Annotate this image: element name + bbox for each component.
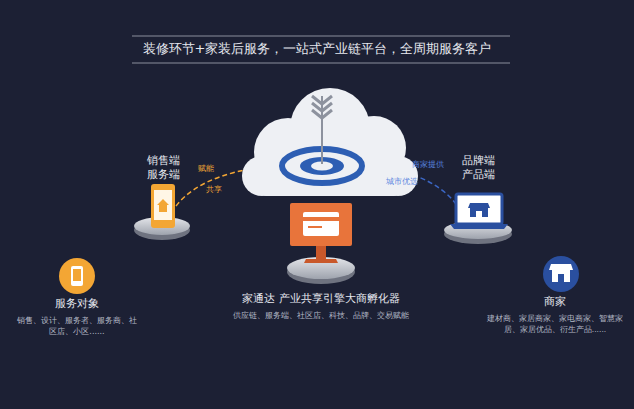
laptop-base [450,224,508,229]
house-icon [157,199,169,212]
shop-icon [552,270,570,282]
monitor-card [303,212,339,236]
node-heading: 品牌端 产品端 [458,154,498,183]
monitor-stand [316,245,326,259]
phone-screen [154,190,172,220]
title-rule [132,36,510,37]
node-heading: 商家 [480,295,630,309]
node-heading: 销售端 服务端 [143,154,183,183]
arrow-shaft [321,96,323,164]
cloud [242,88,418,196]
node-group: 销售端 服务端 [143,154,183,183]
icon-circle [59,258,95,294]
node-group: 商家建材商、家居商家、家电商家、智慧家居、家居优品、衍生产品...... [480,295,630,335]
node-heading: 家通达 产业共享引擎大商孵化器 [231,292,411,306]
line-label: 商家提供 [412,159,444,170]
line-label: 赋能 [198,163,214,174]
node-group: 服务对象销售、设计、服务者、服务商、社区店、小区...... [15,297,139,338]
line-label: 共享 [206,184,222,195]
node-group: 品牌端 产品端 [458,154,498,183]
monitor-card [303,217,339,221]
phone-icon [73,269,81,281]
arrow-fletching [312,96,332,118]
phone [151,184,175,228]
monitor [290,203,352,246]
shop-icon [468,203,490,208]
shop-icon [558,274,564,282]
platform [287,257,355,279]
title-rule [132,63,510,64]
node-group: 家通达 产业共享引擎大商孵化器供应链、服务端、社区店、科技、品牌、交易赋能 [231,292,411,322]
shop-icon [476,211,482,217]
laptop [456,194,502,224]
shop-icon [549,264,573,270]
node-body: 销售、设计、服务者、服务商、社区店、小区...... [15,316,139,338]
node-body: 供应链、服务端、社区店、科技、品牌、交易赋能 [231,311,411,322]
title: 装修环节+家装后服务，一站式产业链平台，全周期服务客户 [0,40,634,58]
monitor-stand [304,259,338,263]
shop-icon [470,208,488,217]
icon-circle [543,256,579,292]
node-heading: 服务对象 [15,297,139,311]
node-body: 建材商、家居商家、家电商家、智慧家居、家居优品、衍生产品...... [480,314,630,335]
phone-icon [71,266,83,286]
monitor-card [308,226,322,228]
line-label: 城市优选 [386,176,418,187]
